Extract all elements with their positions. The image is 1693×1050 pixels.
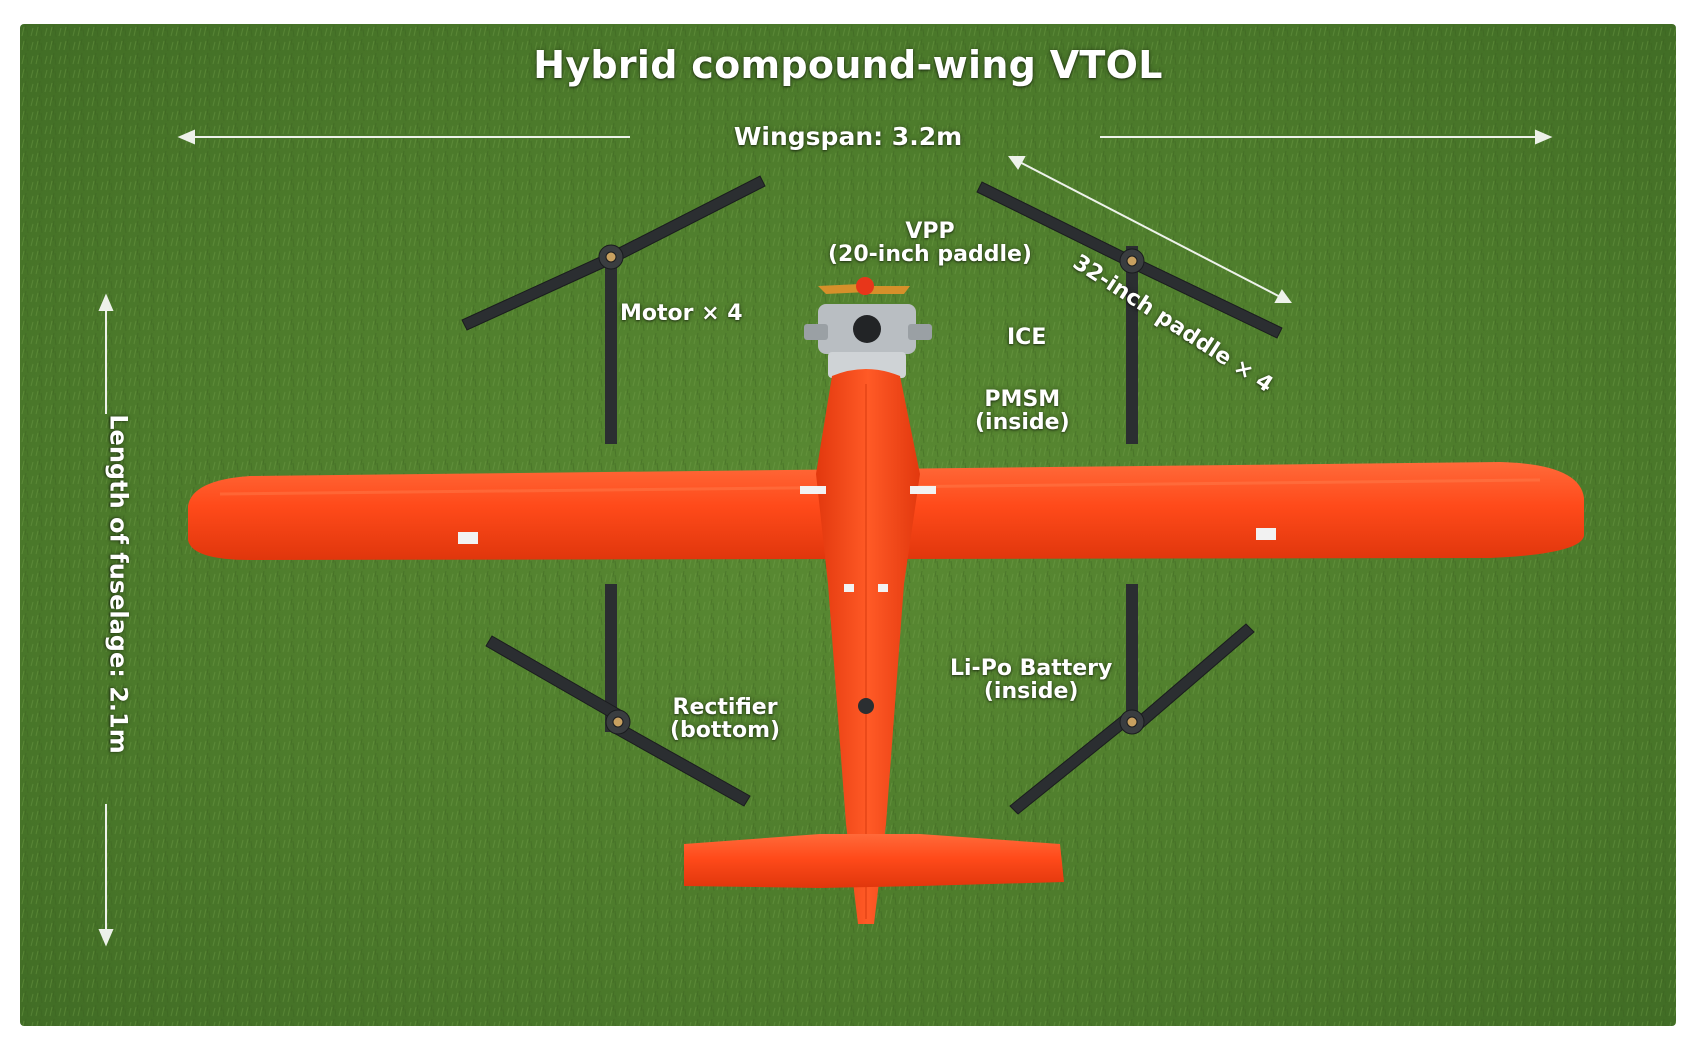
horizontal-tail [684, 834, 1064, 888]
fuselage-length-label: Length of fuselage: 2.1m [104, 414, 133, 754]
ice-label: ICE [1007, 325, 1047, 350]
wing-markers [458, 486, 1276, 714]
rectifier-label-line1: Rectifier [672, 695, 778, 720]
rectifier-label-line2: (bottom) [670, 718, 781, 744]
lipo-label-line2: (inside) [983, 679, 1079, 705]
lipo-label-line1: Li-Po Battery [950, 656, 1113, 681]
aircraft-photo: Hybrid compound-wing VTOL Wingspan: 3.2m… [20, 24, 1676, 1026]
rectifier-label: Rectifier (bottom) [670, 696, 780, 742]
pmsm-label: PMSM (inside) [975, 388, 1070, 434]
figure-title: Hybrid compound-wing VTOL [533, 43, 1163, 87]
paddle-arrow [1008, 156, 1292, 303]
propeller-front-right [976, 181, 1283, 339]
motor-booms [605, 246, 1138, 732]
aircraft-illustration [20, 24, 1676, 1026]
wingspan-arrow [177, 129, 1553, 145]
propeller-rear-left [485, 635, 751, 807]
lipo-battery-label: Li-Po Battery (inside) [950, 657, 1112, 703]
vpp-label: VPP (20-inch paddle) [780, 220, 1080, 266]
pmsm-label-line1: PMSM [984, 387, 1061, 412]
vpp-label-line2: (20-inch paddle) [828, 242, 1032, 268]
motor-label: Motor × 4 [620, 301, 743, 326]
fuselage-arrow [98, 293, 114, 947]
propeller-rear-right [1009, 623, 1255, 815]
vpp-label-line1: VPP [905, 219, 955, 244]
fuselage [816, 369, 920, 924]
wingspan-label: Wingspan: 3.2m [733, 122, 963, 151]
propeller-front-left [461, 175, 766, 331]
pmsm-label-line2: (inside) [975, 410, 1070, 436]
